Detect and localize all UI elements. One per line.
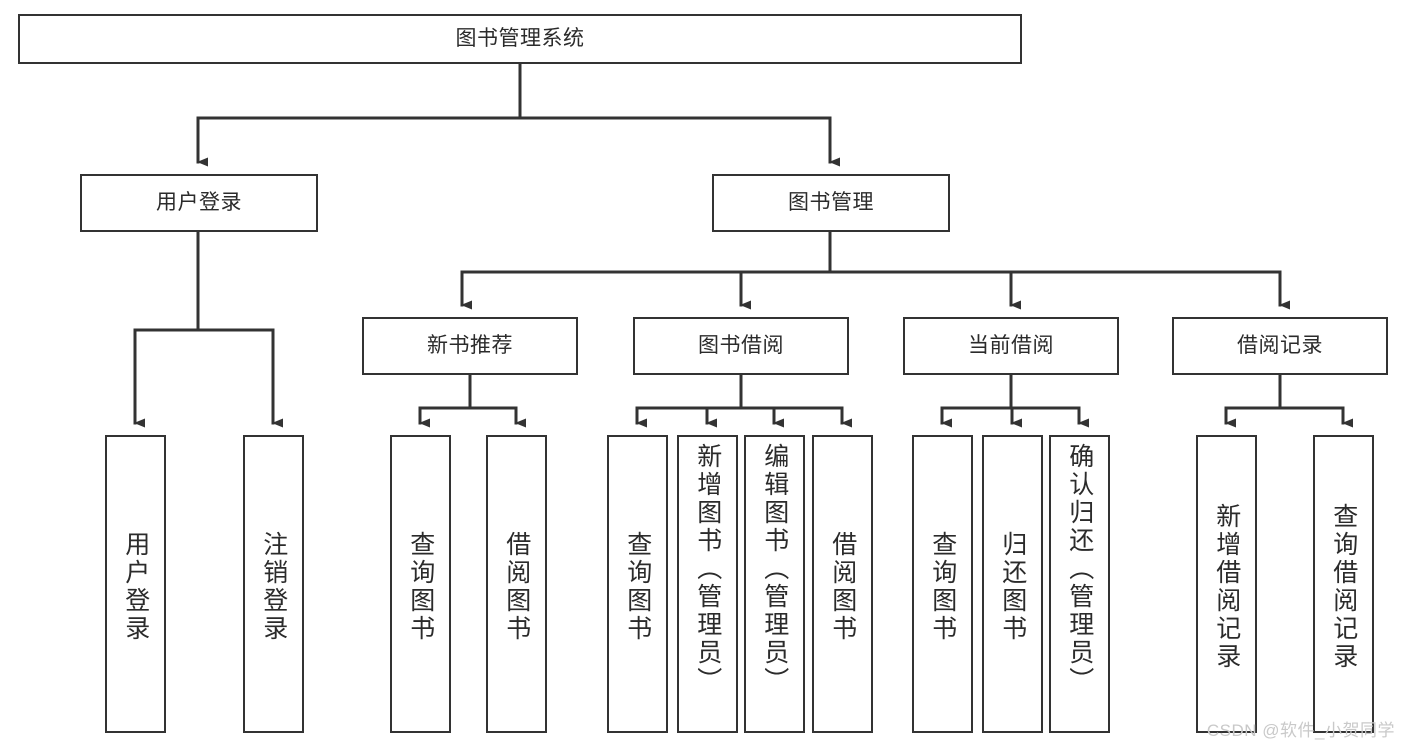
node-leaf-query-book-1-label: 查询图书 — [406, 531, 435, 643]
node-leaf-return-book[interactable]: 归还图书 — [982, 435, 1043, 733]
node-leaf-logout[interactable]: 注销登录 — [243, 435, 304, 733]
node-leaf-query-record[interactable]: 查询借阅记录 — [1313, 435, 1374, 733]
node-leaf-add-book[interactable]: 新增图书（管理员） — [677, 435, 738, 733]
node-leaf-query-book-2[interactable]: 查询图书 — [607, 435, 668, 733]
node-book-borrow-label: 图书借阅 — [698, 334, 784, 358]
node-book-borrow[interactable]: 图书借阅 — [633, 317, 849, 375]
node-leaf-query-record-label: 查询借阅记录 — [1329, 503, 1358, 671]
node-leaf-query-book-3-label: 查询图书 — [928, 531, 957, 643]
node-leaf-user-login[interactable]: 用户登录 — [105, 435, 166, 733]
node-leaf-confirm-return[interactable]: 确认归还（管理员） — [1049, 435, 1110, 733]
node-user-login[interactable]: 用户登录 — [80, 174, 318, 232]
node-borrow-record[interactable]: 借阅记录 — [1172, 317, 1388, 375]
node-current-borrow-label: 当前借阅 — [968, 334, 1054, 358]
node-leaf-add-record[interactable]: 新增借阅记录 — [1196, 435, 1257, 733]
node-root[interactable]: 图书管理系统 — [18, 14, 1022, 64]
node-new-book-recommend[interactable]: 新书推荐 — [362, 317, 578, 375]
node-leaf-borrow-book-2-label: 借阅图书 — [828, 531, 857, 643]
node-borrow-record-label: 借阅记录 — [1237, 334, 1323, 358]
node-leaf-borrow-book-1[interactable]: 借阅图书 — [486, 435, 547, 733]
node-leaf-edit-book-label: 编辑图书（管理员） — [760, 443, 789, 695]
node-book-manage[interactable]: 图书管理 — [712, 174, 950, 232]
node-new-book-recommend-label: 新书推荐 — [427, 334, 513, 358]
node-leaf-add-book-label: 新增图书（管理员） — [693, 443, 722, 695]
node-user-login-label: 用户登录 — [156, 191, 242, 215]
node-leaf-edit-book[interactable]: 编辑图书（管理员） — [744, 435, 805, 733]
watermark-text: CSDN @软件_小贺同学 — [1206, 721, 1395, 740]
node-leaf-add-record-label: 新增借阅记录 — [1212, 503, 1241, 671]
node-leaf-logout-label: 注销登录 — [259, 531, 288, 643]
node-leaf-borrow-book-1-label: 借阅图书 — [502, 531, 531, 643]
node-leaf-borrow-book-2[interactable]: 借阅图书 — [812, 435, 873, 733]
node-leaf-query-book-2-label: 查询图书 — [623, 531, 652, 643]
node-book-manage-label: 图书管理 — [788, 191, 874, 215]
node-leaf-query-book-3[interactable]: 查询图书 — [912, 435, 973, 733]
node-leaf-query-book-1[interactable]: 查询图书 — [390, 435, 451, 733]
node-leaf-return-book-label: 归还图书 — [998, 531, 1027, 643]
node-leaf-confirm-return-label: 确认归还（管理员） — [1065, 443, 1094, 695]
node-leaf-user-login-label: 用户登录 — [121, 531, 150, 643]
node-root-label: 图书管理系统 — [455, 27, 585, 51]
node-current-borrow[interactable]: 当前借阅 — [903, 317, 1119, 375]
